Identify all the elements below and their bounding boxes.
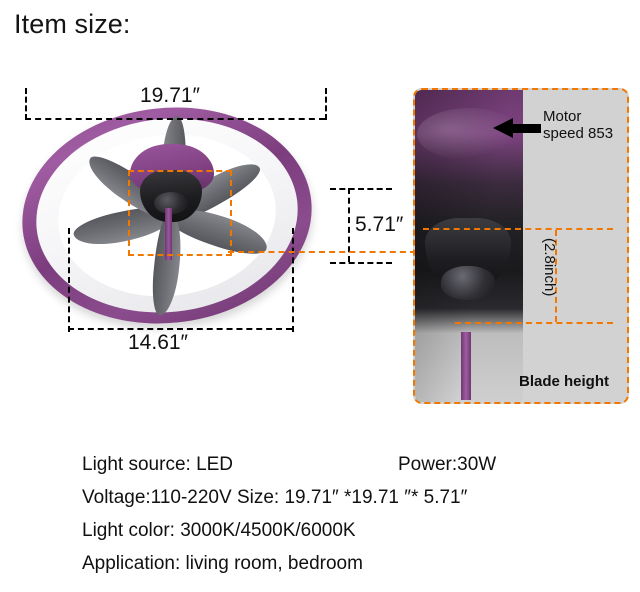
blade-height-detail-panel: Motor speed 853 (2.8inch) Blade height (413, 88, 629, 404)
depth-dim-line (68, 328, 292, 330)
spec-row: Light source: LED Power:30W (82, 448, 602, 481)
blade-height-caption: Blade height (519, 373, 610, 390)
arrow-head (493, 118, 513, 138)
width-dim-tick-left (25, 88, 27, 120)
ceiling-fan-illustration (11, 93, 323, 338)
height-dim-line (348, 188, 350, 262)
spec-row: Light color: 3000K/4500K/6000K (82, 514, 602, 547)
spec-light-color: Light color: 3000K/4500K/6000K (82, 520, 356, 541)
spec-power: Power:30W (398, 454, 497, 475)
motor-speed-arrow-icon (493, 118, 541, 138)
width-dim-line (25, 118, 325, 120)
blade-height-dim-bottom (455, 322, 613, 324)
width-dim-tick-right (325, 88, 327, 120)
motor-speed-label: Motor speed 853 (543, 108, 613, 142)
spec-light-source: Light source: LED (82, 454, 234, 475)
spec-row: Application: living room, bedroom (82, 547, 602, 580)
page-title: Item size: (14, 9, 131, 39)
blade-detail-callout-box (128, 170, 232, 256)
product-dimension-diagram: 19.71″ 14.61″ 5.71″ (0, 70, 416, 400)
blade-height-dim-line (555, 230, 557, 322)
height-dim-line-top (330, 188, 392, 190)
closeup-downrod (461, 332, 471, 400)
arrow-shaft (511, 124, 541, 133)
blade-height-dim-top (423, 228, 613, 230)
height-dim-label: 5.71″ (355, 213, 404, 236)
spec-voltage-size: Voltage:110-220V Size: 19.71″ *19.71 ″* … (82, 487, 468, 508)
depth-dim-tick-right (292, 228, 294, 332)
motor-speed-line1: Motor (543, 108, 582, 125)
depth-dim-label: 14.61″ (128, 331, 188, 354)
spec-application: Application: living room, bedroom (82, 553, 363, 574)
width-dim-label: 19.71″ (140, 84, 200, 107)
motor-speed-line2: speed 853 (543, 125, 614, 142)
blade-detail-callout-leader (228, 251, 416, 253)
depth-dim-tick-left (68, 228, 70, 332)
fan-hub-lens (154, 192, 188, 214)
specification-list: Light source: LED Power:30W Voltage:110-… (82, 448, 602, 580)
closeup-motor-cap (441, 266, 495, 300)
fan-downrod (165, 208, 172, 260)
height-dim-line-bottom (330, 262, 392, 264)
blade-height-value: (2.8inch) (541, 238, 558, 297)
spec-row: Voltage:110-220V Size: 19.71″ *19.71 ″* … (82, 481, 602, 514)
